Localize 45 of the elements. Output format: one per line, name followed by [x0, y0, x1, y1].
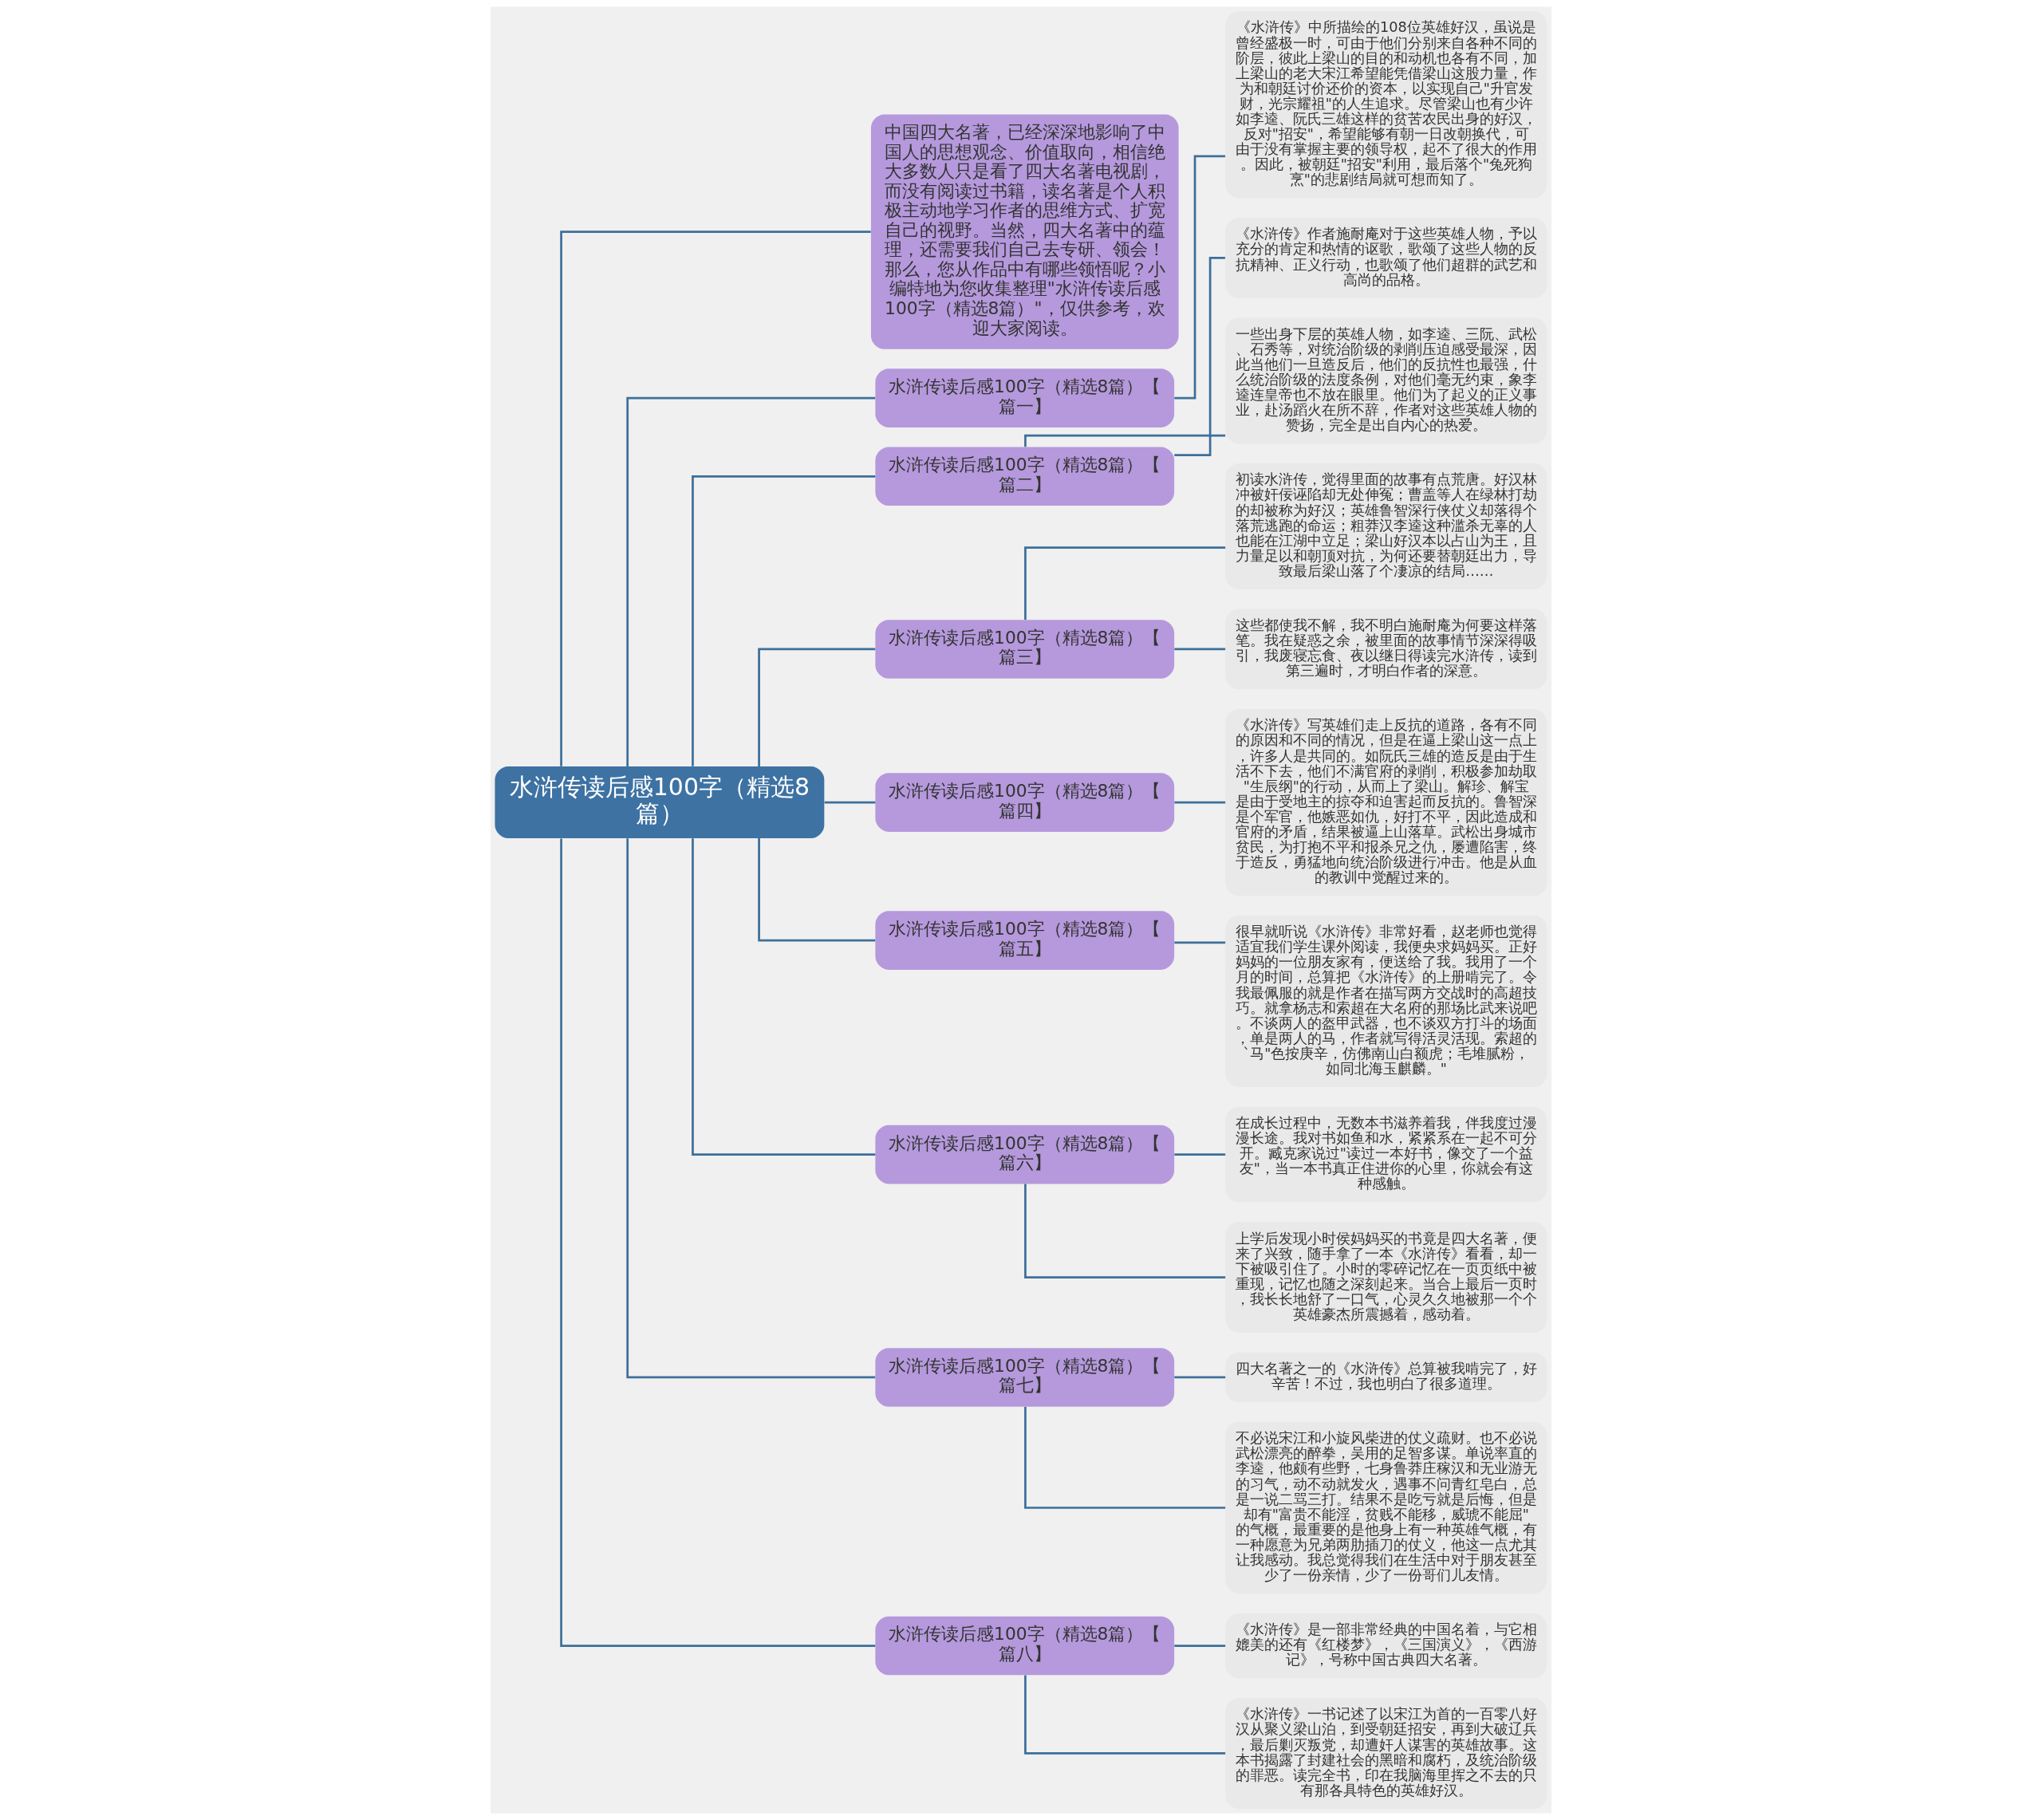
connector [692, 838, 876, 1156]
connector [560, 230, 871, 766]
node-box: 水浒传读后感100字（精选8篇）【篇一】 [875, 368, 1175, 427]
node-box: 《水浒传》中所描绘的108位英雄好汉，虽说是曾经盛极一时，可由于他们分别来自各种不同的阶层，彼此上梁山的目的和动机也各有不同，加上梁山的老大宋江希望能凭借梁山这股力量，作为和朝廷讨价还价的资本，以实现自己"升官发财，光宗耀祖"的人生追求。尽管梁山也有少许如李逵、阮氏三雄这样的贫苦农民出身的好汉，反对"招安"，希望能够有朝一日改朝换代，可由于没有掌握主要的领导权，起不了很大的作用。因此，被朝廷"招安"利用，最后落个"兔死狗烹"的悲剧结局就可想而知了。 [1225, 11, 1547, 199]
connector [692, 475, 876, 766]
connector [758, 838, 876, 942]
node-box: 很早就听说《水浒传》非常好看，赵老师也觉得适宜我们学生课外阅读，我便央求妈妈买。正好妈妈的一位朋友家有，便送给了我。我用了一个月的时间，总算把《水浒传》的上册啃完了。令我最佩服的就是作者在描写两方交战时的高超技巧。就拿杨志和索超在大名府的那场比武来说吧。不谈两人的盔甲武器，也不谈双方打斗的场面，单是两人的马，作者就写得活灵活现。索超的`马"色按庚辛，仿佛南山白额虎；毛堆腻粉，如同北海玉麒麟。" [1225, 915, 1547, 1088]
connector [1174, 648, 1226, 651]
connector [1174, 1645, 1226, 1647]
connector [1174, 1153, 1226, 1156]
node-box: 四大名著之一的《水浒传》总算被我啃完了，好辛苦！不过，我也明白了很多道理。 [1225, 1352, 1547, 1403]
connector [1024, 434, 1226, 447]
connector [1024, 546, 1226, 620]
node-box: 上学后发现小时侯妈妈买的书竟是四大名著，便来了兴致，随手拿了一本《水浒传》看看，却一下被吸引住了。小时的零碎记忆在一页页纸中被重现，记忆也随之深刻起来。当合上最后一页时，我长长地舒了一口气，心灵久久地被那一个个英雄豪杰所震撼着，感动着。 [1225, 1222, 1547, 1333]
connector [824, 801, 876, 804]
node-box: 《水浒传》作者施耐庵对于这些英雄人物，予以充分的肯定和热情的讴歌，歌颂了这些人物的反抗精神、正义行动，也歌颂了他们超群的武艺和高尚的品格。 [1225, 217, 1547, 298]
connector [1174, 941, 1226, 944]
node-box: 《水浒传》是一部非常经典的中国名着，与它相媲美的还有《红楼梦》，《三国演义》，《西游记》，号称中国古典四大名著。 [1225, 1613, 1547, 1679]
node-box: 一些出身下层的英雄人物，如李逵、三阮、武松、石秀等，对统治阶级的剥削压迫感受最深，因此当他们一旦造反后，他们的反抗性也最强，什么统治阶级的法度条例，对他们毫无约束，象李逵连皇帝也不放在眼里。他们为了起义的正义事业，赴汤蹈火在所不辞，作者对这些英雄人物的赞扬，完全是出自内心的热爱。 [1225, 317, 1547, 444]
node-box: 水浒传读后感100字（精选8篇）【篇三】 [875, 620, 1175, 679]
connector [1174, 801, 1226, 804]
node-box: 水浒传读后感100字（精选8篇）【篇五】 [875, 911, 1175, 970]
node-box: 水浒传读后感100字（精选8篇）【篇四】 [875, 773, 1175, 832]
connector [1024, 1675, 1226, 1755]
connector [1174, 155, 1226, 400]
node-box: 不必说宋江和小旋风柴进的仗义疏财。也不必说武松漂亮的醉拳，吴用的足智多谋。单说率直的李逵，他颇有些野，七身鲁莽庄稼汉和无业游无的习气，动不动就发火，遇事不问青红皂白，总是一说二骂三打。结果不是吃亏就是后悔，但是却有"富贵不能淫，贫贱不能移，威琥不能屈"的气概，最重要的是他身上有一种英雄气概，有一种愿意为兄弟两肋插刀的仗义，他这一点尤其让我感动。我总觉得我们在生活中对于朋友甚至少了一份亲情，少了一份哥们儿友情。 [1225, 1421, 1547, 1594]
node-box: 中国四大名著，已经深深地影响了中国人的思想观念、价值取向，相信绝大多数人只是看了四大名著电视剧，而没有阅读过书籍，读名著是个人积极主动地学习作者的思维方式、扩宽自己的视野。当然，四大名著中的蕴理，还需要我们自己去专研、领会！那么，您从作品中有哪些领悟呢？小编特地为您收集整理"水浒传读后感100字（精选8篇）"，仅供参考，欢迎大家阅读。 [870, 114, 1179, 349]
connector [560, 838, 876, 1647]
node-box: 这些都使我不解，我不明白施耐庵为何要这样落笔。我在疑惑之余，被里面的故事情节深深得吸引，我废寝忘食、夜以继日得读完水浒传，读到第三遍时，才明白作者的深意。 [1225, 609, 1547, 690]
connector [1024, 1184, 1226, 1278]
node-box: 水浒传读后感100字（精选8篇）【篇七】 [875, 1348, 1175, 1407]
node-box: 水浒传读后感100字（精选8篇）【篇二】 [875, 447, 1175, 506]
node-box: 水浒传读后感100字（精选8篇）【篇六】 [875, 1125, 1175, 1184]
node-box: 在成长过程中，无数本书滋养着我，伴我度过漫漫长途。我对书如鱼和水，紧紧系在一起不可分开。臧克家说过"读过一本好书，像交了一个益友"，当一本书真正住进你的心里，你就会有这种感触。 [1225, 1106, 1547, 1203]
node-box: 《水浒传》写英雄们走上反抗的道路，各有不同的原因和不同的情况，但是在逼上梁山这一点上，许多人是共同的。如阮氏三雄的造反是由于生活不下去，他们不满官府的剥削，积极参加劫取"生辰纲"的行动，从而上了梁山。解珍、解宝是由于受地主的掠夺和迫害起而反抗的。鲁智深是个军官，他嫉恶如仇，好打不平，因此造成和官府的矛盾，结果被逼上山落草。武松出身城市贫民，为打抱不平和报杀兄之仇，屡遭陷害，终于造反，勇猛地向统治阶级进行冲击。他是从血的教训中觉醒过来的。 [1225, 708, 1547, 896]
connector [1024, 1407, 1226, 1509]
node-box: 水浒传读后感100字（精选8篇）【篇八】 [875, 1616, 1175, 1676]
connector [626, 838, 876, 1379]
connector [1174, 1376, 1226, 1379]
node-box: 初读水浒传，觉得里面的故事有点荒唐。好汉林冲被奸佞诬陷却无处伸冤；曹盖等人在绿林打劫的却被称为好汉；英雄鲁智深行侠仗义却落得个落荒逃跑的命运；粗莽汉李逵这种滥杀无辜的人也能在江湖中立足；梁山好汉本以占山为王，且力量足以和朝顶对抗，为何还要替朝廷出力，导致最后梁山落了个凄凉的结局…… [1225, 463, 1547, 589]
node-box: 水浒传读后感100字（精选8篇） [495, 766, 825, 839]
connector [758, 648, 876, 767]
node-box: 《水浒传》一书记述了以宋江为首的一百零八好汉从聚义梁山泊，到受朝廷招安，再到大破辽兵，最后剿灭叛党，却遭奸人谋害的英雄故事。这本书揭露了封建社会的黑暗和腐朽，及统治阶级的罪恶。读完全书，印在我脑海里挥之不去的只有那各具特色的英雄好汉。 [1225, 1697, 1547, 1809]
connector [1174, 257, 1225, 457]
connector [626, 396, 876, 767]
